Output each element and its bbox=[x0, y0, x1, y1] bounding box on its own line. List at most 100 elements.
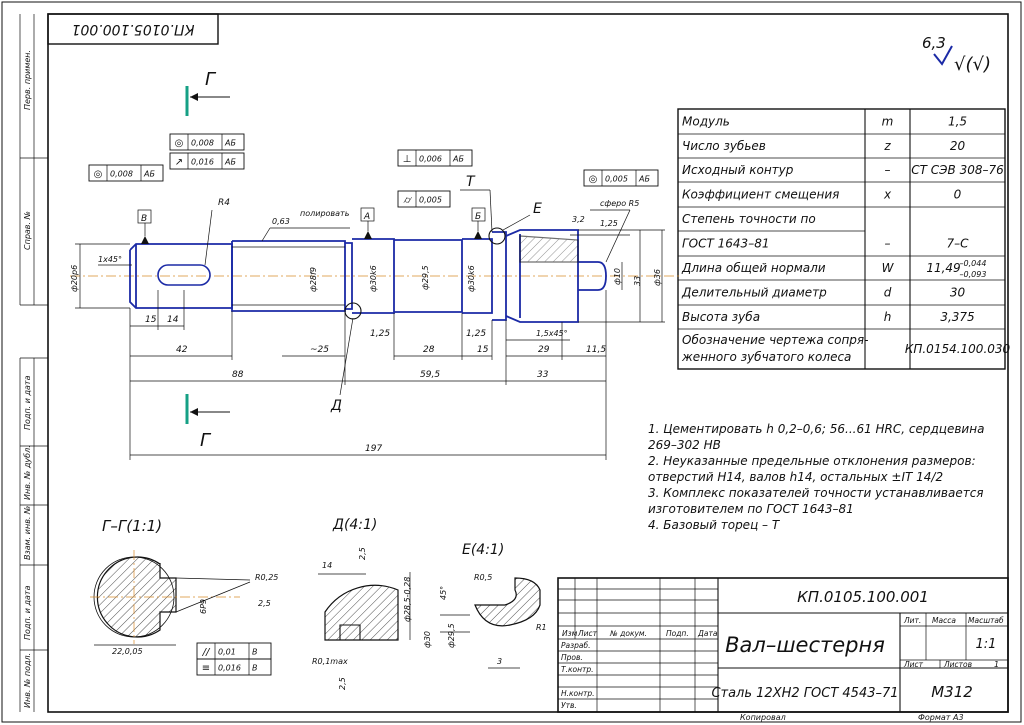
section-cut-g: Г Г bbox=[185, 69, 230, 451]
svg-text:6P9: 6P9 bbox=[199, 599, 208, 614]
svg-text:~25: ~25 bbox=[310, 345, 329, 355]
svg-text:ф30: ф30 bbox=[423, 631, 432, 648]
tolerance-value: 0,006 bbox=[419, 155, 442, 164]
svg-text:14: 14 bbox=[322, 561, 332, 570]
scale-value: 1:1 bbox=[976, 637, 997, 652]
param-tol-upper: –0,044 bbox=[960, 259, 987, 268]
tolerance-value: 0,005 bbox=[605, 175, 628, 184]
param-symbol: – bbox=[885, 163, 891, 177]
drawing-frame bbox=[47, 13, 1009, 713]
tolerance-symbol: ◎ bbox=[94, 169, 103, 180]
svg-text:33: 33 bbox=[537, 370, 549, 380]
param-symbol: m bbox=[882, 115, 894, 129]
tolerance-symbol: ↗ bbox=[175, 157, 183, 168]
title-block: Изм Лист № докум. Подп. Дата Разраб. Про… bbox=[557, 577, 1009, 722]
section-g-view: Г–Г(1:1) R0,25 2,5 22,0,05 6P9 bbox=[90, 517, 278, 656]
svg-text:15: 15 bbox=[145, 315, 157, 325]
role-razrab: Разраб. bbox=[561, 641, 590, 650]
tolerance-base: АБ bbox=[224, 139, 236, 148]
param-value: 30 bbox=[950, 286, 966, 300]
svg-text:197: 197 bbox=[365, 444, 382, 454]
role-nkontr: Н.контр. bbox=[561, 689, 595, 698]
svg-text:29: 29 bbox=[538, 345, 550, 355]
tolerance-symbol: // bbox=[202, 647, 211, 658]
part-title: Вал–шестерня bbox=[725, 633, 885, 657]
svg-text:Е(4:1): Е(4:1) bbox=[462, 542, 504, 558]
svg-text:ф10: ф10 bbox=[613, 268, 622, 285]
doc-number: КП.0105.100.001 bbox=[797, 588, 929, 606]
svg-text:ф20р6: ф20р6 bbox=[70, 265, 79, 292]
letter-e: Е bbox=[533, 201, 542, 217]
svg-text:2,5: 2,5 bbox=[258, 599, 271, 608]
param-name: Число зубьев bbox=[682, 139, 766, 153]
param-symbol: z bbox=[883, 139, 891, 153]
sheets-label: Листов bbox=[943, 660, 972, 669]
side-label: Инв. № подл. bbox=[23, 653, 32, 708]
param-name: Высота зуба bbox=[682, 310, 760, 324]
svg-text:6,3: 6,3 bbox=[922, 34, 946, 52]
svg-text:ф28f9: ф28f9 bbox=[309, 267, 318, 292]
dimensions bbox=[75, 209, 665, 460]
svg-text:ф28,5-0,28: ф28,5-0,28 bbox=[403, 577, 412, 622]
format-label: Формат А3 bbox=[918, 713, 964, 722]
tolerance-symbol: ≡ bbox=[202, 663, 210, 674]
svg-text:В: В bbox=[141, 214, 147, 224]
param-name: Длина общей нормали bbox=[681, 261, 826, 275]
note-line: изготовителем по ГОСТ 1643–81 bbox=[648, 502, 854, 516]
param-symbol: h bbox=[884, 310, 892, 324]
param-value: КП.0154.100.030 bbox=[905, 342, 1011, 356]
detail-d-view: Д(4:1) 14 2,5 ф28,5-0,28 R0,1max 2,5 bbox=[312, 517, 412, 690]
tolerance-base: АБ bbox=[143, 170, 155, 179]
svg-text:1x45°: 1x45° bbox=[98, 255, 122, 264]
svg-text:22,0,05: 22,0,05 bbox=[112, 647, 143, 656]
tolerance-symbol: ⊥ bbox=[403, 154, 412, 165]
col-list: Лист bbox=[577, 629, 598, 638]
dimension-labels: 197 88 42 15 14 ~25 1,25 1,25 28 15 29 1… bbox=[70, 198, 662, 454]
param-tol-lower: –0,093 bbox=[960, 270, 987, 279]
note-line: отверстий H14, валов h14, остальных ±IT … bbox=[648, 470, 943, 484]
param-value: 20 bbox=[950, 139, 966, 153]
tolerance-value: 0,008 bbox=[191, 139, 214, 148]
param-value: 3,375 bbox=[940, 310, 974, 324]
letter-d: Д bbox=[330, 398, 342, 414]
tolerance-value: 0,016 bbox=[218, 664, 241, 673]
svg-text:14: 14 bbox=[167, 315, 179, 325]
side-label: Перв. примен. bbox=[23, 50, 32, 110]
param-value: 11,49 bbox=[926, 261, 960, 275]
svg-text:R0,1max: R0,1max bbox=[312, 657, 348, 666]
svg-text:3,2: 3,2 bbox=[572, 215, 585, 224]
detail-e-view: Е(4:1) R0,5 45° ф30 ф29,5 R1 3 bbox=[423, 542, 547, 669]
svg-text:R1: R1 bbox=[536, 623, 547, 632]
svg-text:ф36: ф36 bbox=[653, 269, 662, 286]
svg-text:√(√): √(√) bbox=[954, 54, 991, 75]
sheets-value: 1 bbox=[994, 660, 999, 669]
col-doc: № докум. bbox=[609, 629, 647, 638]
roughness-mark: 6,3 √(√) bbox=[922, 34, 991, 75]
material: Сталь 12ХН2 ГОСТ 4543–71 bbox=[711, 686, 898, 701]
svg-text:ф29,5: ф29,5 bbox=[447, 623, 456, 648]
param-name: Модуль bbox=[682, 115, 730, 129]
mass-label: Масса bbox=[932, 616, 956, 625]
svg-text:ф30k6: ф30k6 bbox=[369, 265, 378, 292]
param-name: Коэффициент смещения bbox=[682, 188, 839, 202]
svg-text:полировать: полировать bbox=[300, 209, 350, 218]
leader-d bbox=[339, 317, 354, 396]
svg-text:0,63: 0,63 bbox=[272, 217, 290, 226]
tolerance-base: АБ bbox=[224, 158, 236, 167]
svg-text:1,5x45°: 1,5x45° bbox=[536, 329, 568, 338]
rotated-stamp: КП.0105.100.001 bbox=[47, 13, 219, 45]
shaft-main-view bbox=[70, 227, 680, 323]
svg-text:11,5: 11,5 bbox=[586, 345, 606, 355]
tolerance-value: 0,01 bbox=[218, 648, 236, 657]
param-name: Делительный диаметр bbox=[681, 286, 827, 300]
tolerance-base: В bbox=[252, 664, 258, 673]
tolerance-value: 0,005 bbox=[419, 196, 442, 205]
param-value: 0 bbox=[954, 188, 962, 202]
